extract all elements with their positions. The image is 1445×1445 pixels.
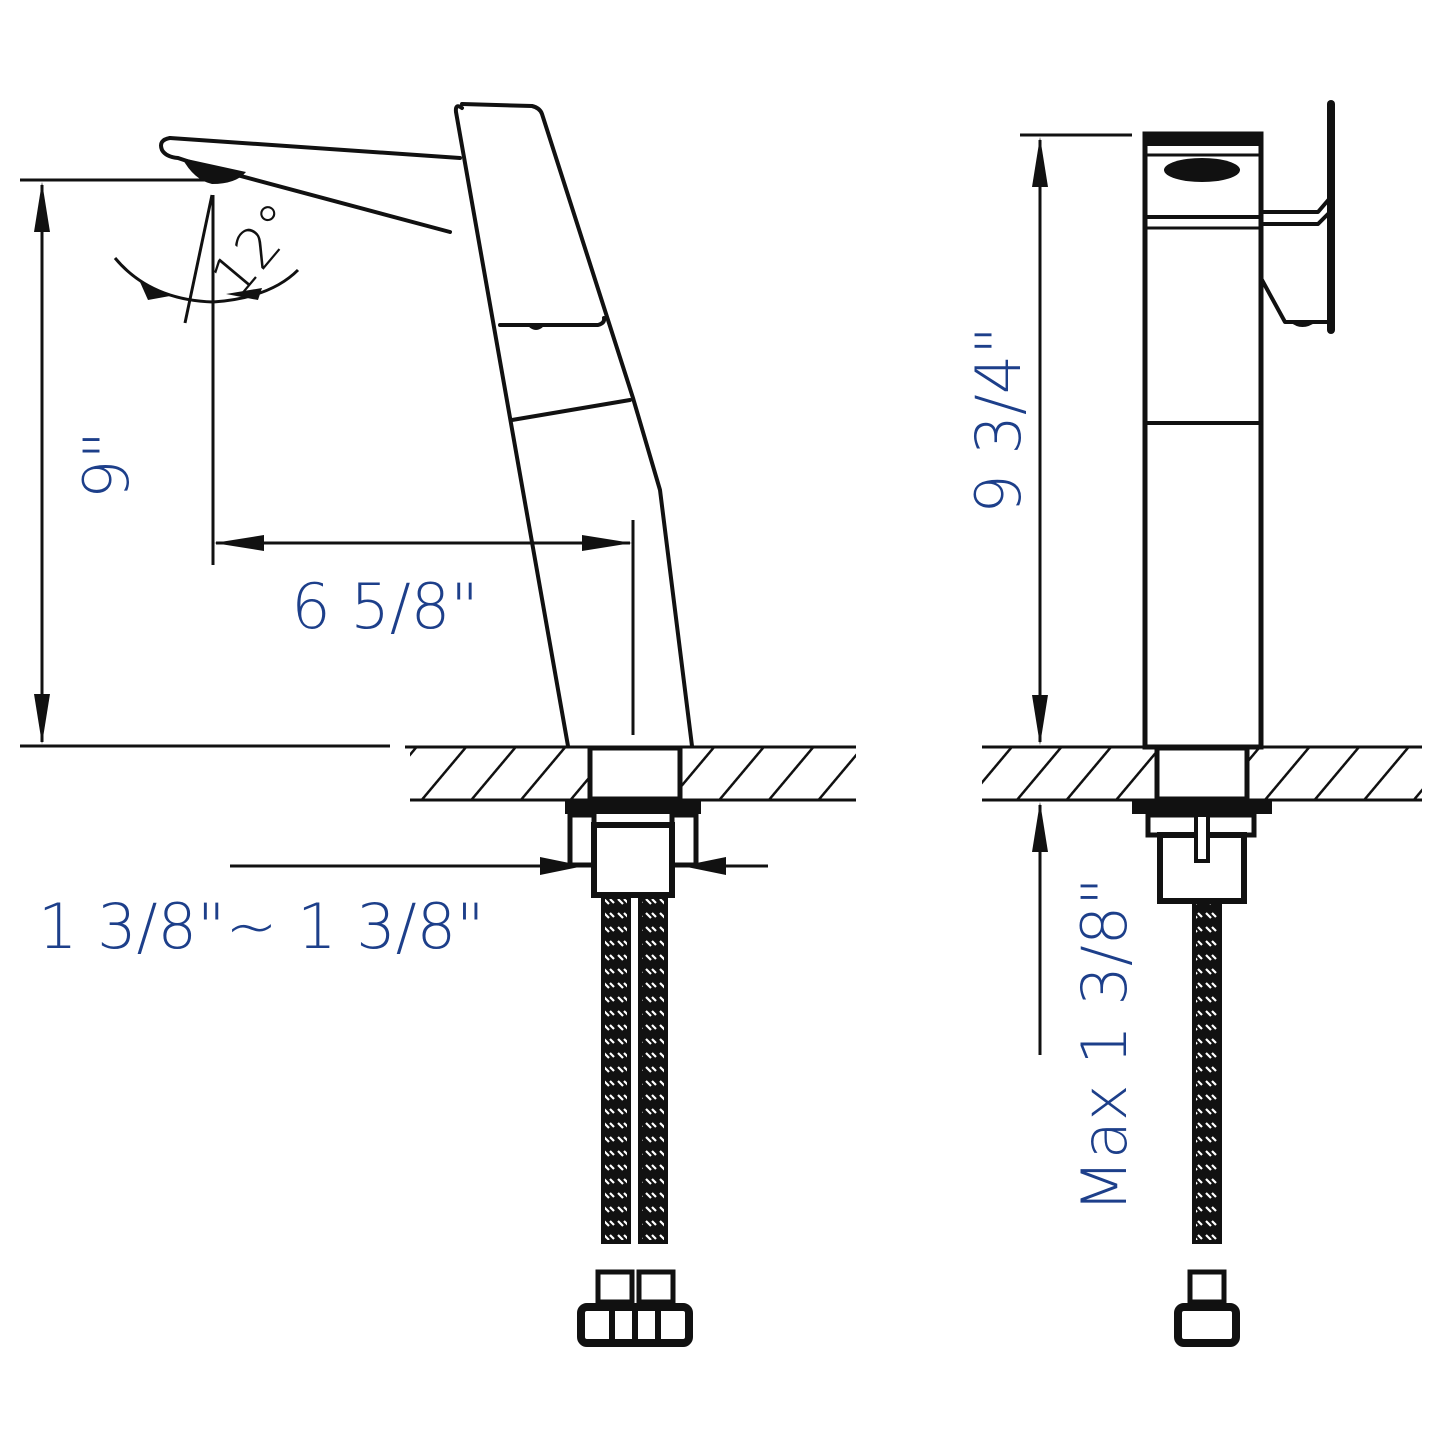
angle-line (183, 194, 214, 324)
side-shank (1154, 745, 1250, 802)
side-handle-nub (1290, 322, 1316, 327)
handle-nub (528, 326, 544, 330)
side-hose-nut (1174, 1303, 1240, 1347)
supply-hose-left (601, 895, 631, 1244)
hose-ferrule-left (595, 1269, 635, 1305)
body-seam (510, 398, 632, 422)
max-thickness-label: Max 1 3/8" (1068, 877, 1141, 1212)
arrow-right-icon (540, 857, 584, 875)
hose-ferrule-right (636, 1269, 676, 1305)
body-left-edge (453, 104, 570, 748)
angle-arrow-right-icon (226, 288, 262, 300)
side-handle-top (1260, 196, 1332, 214)
arrow-down-icon (34, 694, 50, 744)
arrow-down-icon (1032, 695, 1048, 745)
thickness-label: 1 3/8"~ 1 3/8" (38, 890, 485, 963)
arrow-left-icon (214, 535, 264, 551)
side-bolt (1194, 813, 1210, 863)
front-view: 9" 12° 6 5/8" (20, 102, 856, 1347)
handle-bottom (498, 316, 607, 327)
angle-label: 12° (199, 191, 313, 309)
side-hose-ferrule (1187, 1269, 1227, 1305)
mount-bracket-left (567, 812, 597, 868)
arrow-up-icon (1032, 802, 1048, 852)
side-supply-hose (1192, 900, 1222, 1244)
side-body (1142, 131, 1264, 750)
side-washer (1132, 800, 1272, 814)
angle-arrow-left-icon (140, 282, 170, 300)
side-height-label: 9 3/4" (962, 326, 1035, 513)
reach-label: 6 5/8" (291, 570, 478, 643)
arrow-left-icon (682, 857, 726, 875)
mount-washer (565, 800, 701, 814)
height-label: 9" (70, 431, 143, 499)
mount-bracket-right (669, 812, 699, 868)
angle-arc (113, 257, 300, 304)
side-handle-bottom (1260, 278, 1332, 324)
arrow-right-icon (582, 535, 632, 551)
shank-through-deck (587, 745, 683, 802)
spout-lower-edge (159, 136, 452, 234)
side-view: 9 3/4" Max 1 3/8" (962, 100, 1422, 1347)
side-top-cap (1145, 134, 1261, 146)
side-handle-top-2 (1260, 210, 1332, 226)
mount-nut (591, 822, 675, 898)
spout-upper-edge (168, 136, 462, 160)
side-aerator (1164, 158, 1240, 182)
body-right-edge (460, 102, 694, 748)
arrow-up-icon (1032, 137, 1048, 187)
aerator (182, 158, 246, 184)
arrow-up-icon (34, 182, 50, 232)
supply-hose-right (638, 895, 668, 1244)
